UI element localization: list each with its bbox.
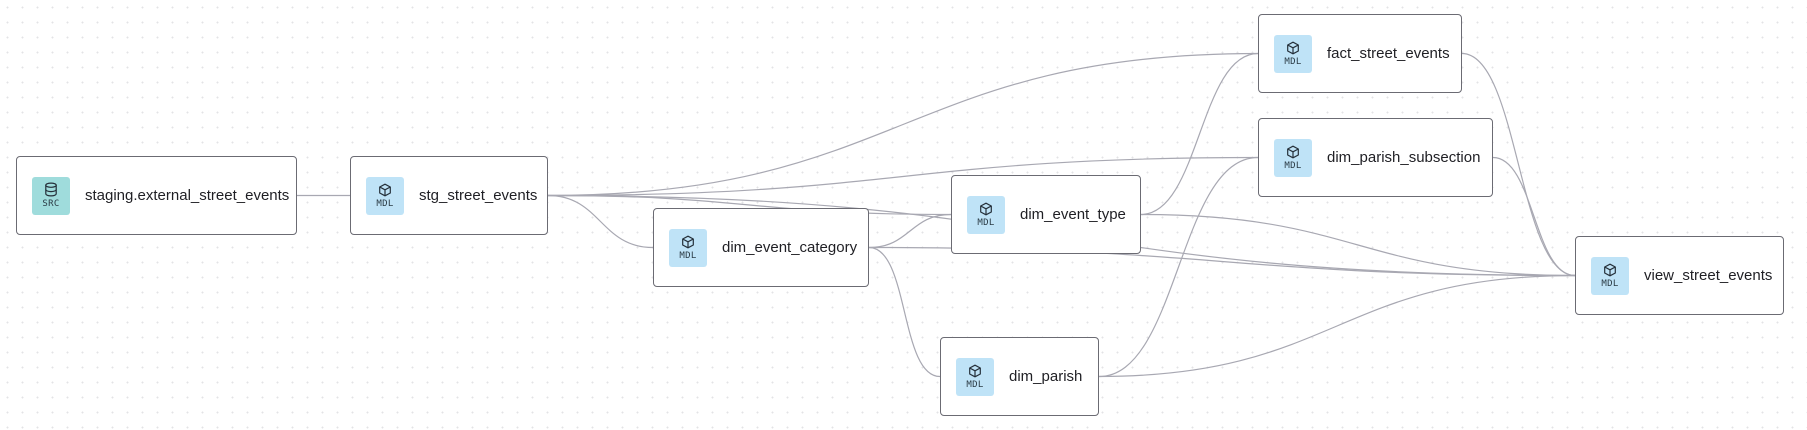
node-label: dim_event_type (1020, 206, 1126, 223)
cube-icon (969, 364, 981, 377)
node-kind: MDL (679, 250, 697, 261)
node-kind: MDL (1284, 56, 1302, 67)
node-dim-event-category[interactable]: MDL dim_event_category (653, 208, 869, 287)
node-dim-event-type[interactable]: MDL dim_event_type (951, 175, 1141, 254)
node-view-street-events[interactable]: MDL view_street_events (1575, 236, 1784, 315)
cube-icon (1287, 41, 1299, 54)
edge-dim_event_type-to-view_street_events (1140, 213, 1576, 277)
edge-dim_parish-to-dim_parish_subsection (1098, 156, 1259, 378)
source-badge: SRC (32, 176, 70, 215)
node-label: staging.external_street_events (85, 187, 290, 204)
node-kind: SRC (42, 199, 60, 209)
node-kind: MDL (1284, 160, 1302, 171)
node-label: fact_street_events (1327, 45, 1450, 62)
node-label: dim_parish (1009, 368, 1083, 385)
cube-icon (379, 183, 391, 196)
edge-dim_event_category-to-dim_parish (868, 246, 941, 378)
edge-dim_parish_subsection-to-view_street_events (1492, 156, 1576, 277)
model-badge: MDL (967, 195, 1005, 234)
node-kind: MDL (376, 198, 394, 209)
node-kind: MDL (966, 379, 984, 390)
cube-icon (682, 235, 694, 248)
model-badge: MDL (956, 357, 994, 396)
cube-icon (1604, 263, 1616, 276)
model-badge: MDL (1591, 256, 1629, 295)
model-badge: MDL (1274, 34, 1312, 73)
node-kind: MDL (977, 217, 995, 228)
node-fact-street-events[interactable]: MDL fact_street_events (1258, 14, 1462, 93)
node-staging-external-street-events[interactable]: SRC staging.external_street_events (16, 156, 297, 235)
model-badge: MDL (669, 228, 707, 267)
edge-dim_event_type-to-fact_street_events (1140, 52, 1259, 216)
database-icon (45, 182, 57, 197)
node-stg-street-events[interactable]: MDL stg_street_events (350, 156, 548, 235)
node-dim-parish[interactable]: MDL dim_parish (940, 337, 1099, 416)
model-badge: MDL (366, 176, 404, 215)
edge-dim_event_category-to-dim_event_type (868, 213, 952, 249)
cube-icon (1287, 145, 1299, 158)
model-badge: MDL (1274, 138, 1312, 177)
node-label: stg_street_events (419, 187, 538, 204)
edge-dim_parish-to-view_street_events (1098, 274, 1576, 378)
cube-icon (980, 202, 992, 215)
node-label: dim_event_category (722, 239, 858, 256)
edge-stg_street_events-to-fact_street_events (547, 52, 1259, 197)
edge-stg_street_events-to-dim_event_category (547, 194, 654, 249)
node-label: view_street_events (1644, 267, 1773, 284)
node-kind: MDL (1601, 278, 1619, 289)
node-dim-parish-subsection[interactable]: MDL dim_parish_subsection (1258, 118, 1493, 197)
node-label: dim_parish_subsection (1327, 149, 1481, 166)
edge-stg_street_events-to-dim_parish_subsection (547, 156, 1259, 197)
